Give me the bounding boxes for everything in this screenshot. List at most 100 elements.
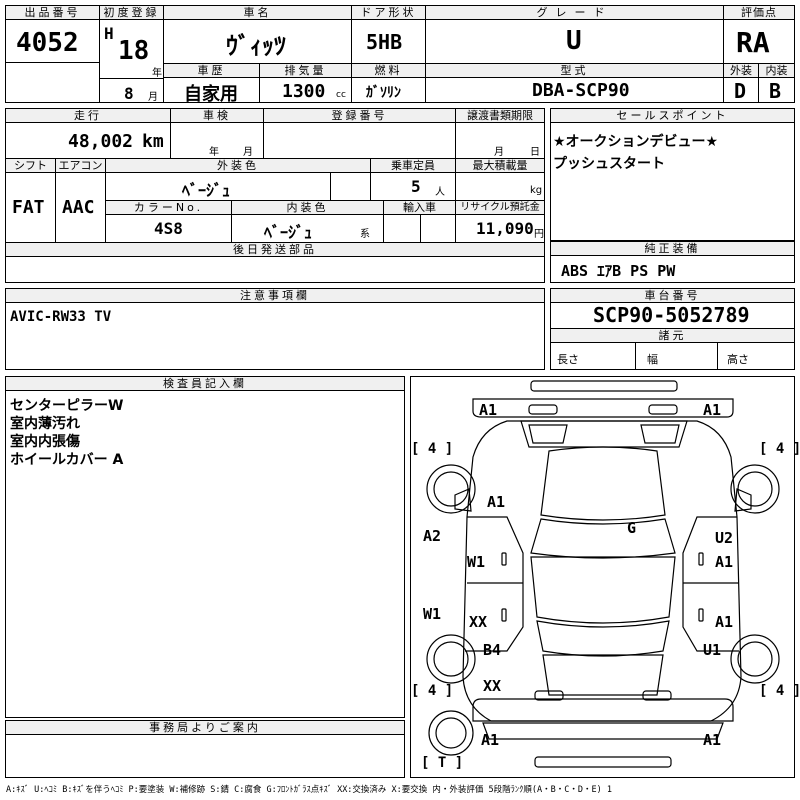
ext-color-value: ﾍﾞｰｼﾞｭ [182,181,231,200]
mark-front-left: A1 [479,401,498,419]
chassis-block: 車台番号 SCP90-5052789 諸元 長さ 幅 高さ [550,288,795,370]
color-no-label: カラーNo. [106,201,231,215]
inspector-line: センターピラーW [10,398,124,414]
displacement-label: 排気量 [260,64,351,78]
lot-label: 出品番号 [6,6,99,20]
notes-label: 注意事項欄 [6,289,544,303]
inspection-year-unit: 年 [209,147,219,158]
mark-door-l2: XX [469,613,488,631]
transfer-cell: 譲渡書類期限 月 日 [456,109,544,159]
displacement-cell: 排気量 1300 cc [260,64,352,102]
history-cell: 車歴 自家用 [164,64,260,105]
mark-door-r2: A1 [715,613,734,631]
mark-pillar-left: W1 [423,605,442,623]
recycle-value: 11,090 [476,219,534,238]
int-color-unit: 系 [360,229,370,240]
transfer-label: 譲渡書類期限 [456,109,544,123]
notes-value: AVIC-RW33 TV [10,309,112,325]
int-color-label: 内装色 [232,201,383,215]
aircon-value: AAC [62,197,95,218]
office-label: 事務局よりご案内 [6,721,404,735]
grade-value: U [566,26,582,56]
displacement-unit: cc [336,90,346,100]
aircon-cell: エアコン AAC [56,159,106,243]
mark-tire-rr: [ 4 ] [759,683,800,699]
grade-label: グレード [426,6,723,20]
mark-trunk: [ T ] [421,755,464,771]
mark-mirror-left: W1 [467,553,486,571]
fuel-cell: 燃料 ｶﾞｿﾘﾝ [352,64,426,102]
car-name-label: 車名 [164,6,351,20]
max-load-cell: 最大積載量 kg [456,159,544,201]
shift-label: シフト [6,159,55,173]
inspection-month-unit: 月 [243,147,253,158]
first-reg-cell: 初度登録 H 18 年 8 月 [100,6,164,103]
ext-grade-label: 外装 [724,64,758,78]
recycle-cell: リサイクル預託金 11,090 円 [456,201,544,243]
later-parts-cell: 後日発送部品 [6,243,544,282]
mark-front-right: A1 [703,401,722,419]
equipment-value: ABS ｴｱB PS PW [561,262,676,280]
mileage-value: 48,002 [68,131,134,152]
reg-month: 8 [124,84,134,103]
score-label: 評価点 [724,6,794,20]
first-reg-label: 初度登録 [100,6,163,20]
later-parts-label: 後日発送部品 [6,243,544,257]
sales-point-line-2: プッシュスタート [553,156,665,172]
inspector-label: 検査員記入欄 [6,377,404,391]
reg-no-cell: 登録番号 [264,109,456,159]
mark-rear-left-2: XX [483,677,502,695]
int-color-value: ﾍﾞｰｼﾞｭ [264,223,313,242]
mark-fender-left: A1 [487,493,506,511]
legend-text: A:ｷｽﾞ U:ﾍｺﾐ B:ｷｽﾞを伴うﾍｺﾐ P:要塗装 W:補修跡 S:錆 … [6,785,612,795]
door-type: 5HB [366,30,403,54]
inspector-block: 検査員記入欄 センターピラーW 室内薄汚れ 室内内張傷 ホイールカバー A [5,376,405,718]
max-load-unit: kg [530,185,543,196]
inspector-line: ホイールカバー A [10,452,124,468]
ext-color-cell: 外装色 ﾍﾞｰｼﾞｭ [106,159,371,201]
transfer-month-unit: 月 [494,147,504,158]
score-value: RA [736,26,770,59]
month-unit: 月 [148,92,158,103]
capacity-unit: 人 [435,187,445,198]
reg-year: 18 [118,36,150,66]
score-cell: 評価点 RA [724,6,794,64]
sales-point-block: セールスポイント ★オークションデビュー★ プッシュスタート [550,108,795,241]
equipment-label: 純正装備 [551,242,794,256]
inspection-label: 車検 [171,109,263,123]
mark-rear-bottom-left: A1 [481,731,500,749]
mileage-label: 走行 [6,109,170,123]
era: H [104,24,114,43]
spec-height-label: 高さ [727,353,749,366]
shift-cell: シフト FAT [6,159,56,243]
inspector-line: 室内薄汚れ [10,416,80,432]
mark-rear-bottom-right: A1 [703,731,722,749]
inspection-cell: 車検 年 月 [171,109,264,159]
car-name-cell: 車名 ｳﾞｨｯﾂ [164,6,352,64]
model-label: 型式 [426,64,723,78]
mark-rear-left: B4 [483,641,502,659]
capacity-label: 乗車定員 [371,159,455,173]
sales-point-label: セールスポイント [551,109,794,123]
int-grade-cell: 内装 B [759,64,794,103]
ext-grade-cell: 外装 D [724,64,759,103]
lot-number: 4052 [16,28,79,58]
lot-cell: 出品番号 4052 [6,6,100,102]
reg-no-label: 登録番号 [264,109,455,123]
mark-door-fl: A2 [423,527,442,545]
notes-block: 注意事項欄 AVIC-RW33 TV [5,288,545,370]
mark-tire-fr: [ 4 ] [759,441,800,457]
max-load-label: 最大積載量 [456,159,544,173]
color-no-cell: カラーNo. 4S8 [106,201,232,243]
year-unit: 年 [152,68,162,79]
spec-width-label: 幅 [647,353,658,366]
door-cell: ドア形状 5HB [352,6,426,64]
inspector-line: 室内内張傷 [10,434,80,450]
door-label: ドア形状 [352,6,425,20]
office-block: 事務局よりご案内 [5,720,405,778]
aircon-label: エアコン [56,159,105,173]
details-block: 走行 48,002 km 車検 年 月 登録番号 譲渡書類期限 月 日 シフト … [5,108,545,283]
model-cell: 型式 DBA-SCP90 [426,64,724,102]
mileage-unit: km [142,131,164,152]
recycle-unit: 円 [534,229,544,240]
